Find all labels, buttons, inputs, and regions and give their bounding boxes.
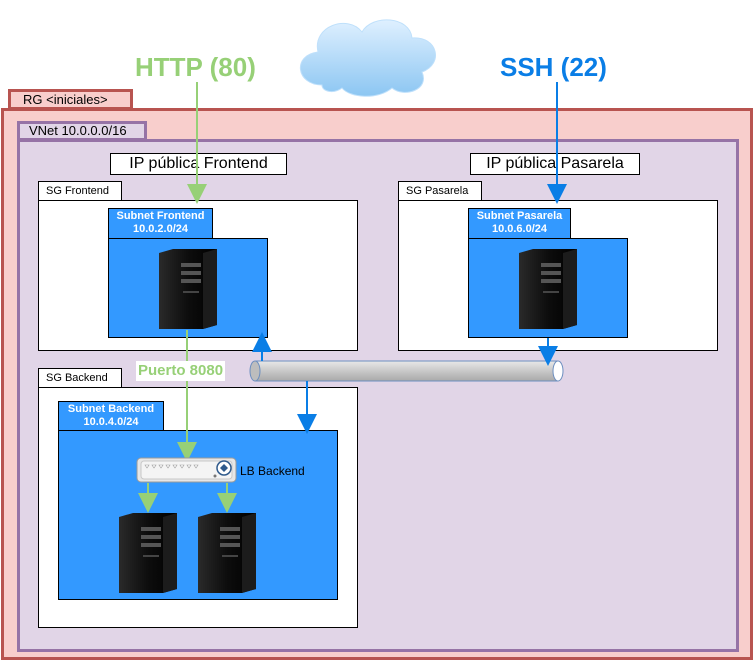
http-traffic-label: HTTP (80): [135, 52, 256, 82]
public-ip-frontend-label: IP pública Frontend: [110, 153, 287, 175]
subnet-frontend-name: Subnet Frontend: [116, 210, 205, 222]
vnet-label: VNet 10.0.0.0/16: [17, 121, 147, 141]
subnet-backend-tab: Subnet Backend 10.0.4.0/24: [58, 401, 164, 432]
server-icon: [519, 249, 577, 329]
public-ip-gateway-label: IP pública Pasarela: [470, 153, 640, 175]
resource-group-label: RG <iniciales>: [8, 89, 133, 110]
subnet-backend-cidr: 10.0.4.0/24: [83, 416, 139, 428]
subnet-frontend-cidr: 10.0.2.0/24: [132, 223, 189, 235]
load-balancer-label: LB Backend: [240, 464, 305, 478]
subnet-gateway-tab: Subnet Pasarela 10.0.6.0/24: [468, 208, 571, 239]
cloud-icon: [300, 19, 436, 97]
vnet-pipe-icon: [249, 360, 564, 382]
sg-gateway-label: SG Pasarela: [398, 181, 482, 201]
subnet-frontend-tab: Subnet Frontend 10.0.2.0/24: [108, 208, 213, 239]
subnet-gateway-cidr: 10.0.6.0/24: [491, 223, 548, 235]
server-icon: [119, 513, 177, 593]
internal-port-label: Puerto 8080: [136, 361, 226, 381]
subnet-backend-name: Subnet Backend: [67, 403, 155, 415]
server-icon: [159, 249, 217, 329]
load-balancer-icon: [136, 457, 237, 483]
server-icon: [198, 513, 256, 593]
subnet-gateway-name: Subnet Pasarela: [476, 210, 563, 222]
ssh-traffic-label: SSH (22): [500, 52, 607, 82]
